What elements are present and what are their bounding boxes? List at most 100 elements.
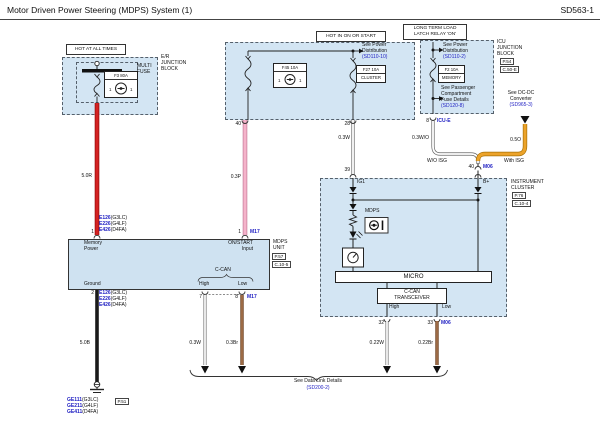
header-divider bbox=[0, 19, 600, 20]
text-line: ON/START bbox=[228, 240, 253, 246]
connector-m06[interactable]: M06 bbox=[441, 320, 451, 326]
down-arrow-icon bbox=[238, 366, 246, 374]
wire-size-0-22br: 0.22Br bbox=[418, 340, 433, 346]
memory-power-label: Memory Power bbox=[84, 240, 103, 253]
low-label: Low bbox=[442, 304, 452, 310]
reference-link[interactable]: (SD120-8) bbox=[441, 102, 465, 109]
pin-number: 40 bbox=[468, 164, 474, 170]
text-line: ICU bbox=[497, 39, 506, 45]
svg-text:1: 1 bbox=[299, 78, 302, 83]
text-line: INSTRUMENT bbox=[511, 179, 544, 185]
see-dcdc-converter: See DC-DC Converter (SD965-3) bbox=[501, 90, 541, 109]
instrument-cluster-label: INSTRUMENT CLUSTER bbox=[511, 179, 544, 192]
text-line: Power bbox=[84, 245, 99, 252]
reference-link[interactable]: (SD110-2) bbox=[443, 53, 466, 60]
hot-in-on-or-start-label: HOT IN ON OR START bbox=[316, 31, 386, 42]
icu-connector-ref[interactable]: C.50-E bbox=[500, 66, 520, 74]
connector-m17[interactable]: M17 bbox=[250, 229, 260, 235]
text-line: E126(G3LC) bbox=[99, 215, 127, 222]
text-line: Fuse Details bbox=[441, 96, 469, 103]
icu-junction-block-label: ICU JUNCTION BLOCK bbox=[497, 39, 522, 58]
connector-e126[interactable]: E126 bbox=[99, 215, 111, 221]
pin-number: 33 bbox=[427, 320, 433, 326]
fuse-f3-box: F3 80A 1 1 bbox=[104, 71, 138, 98]
connector-e226[interactable]: E226 bbox=[99, 220, 111, 227]
connector-m06[interactable]: M06 bbox=[483, 164, 493, 170]
connector-arc bbox=[241, 120, 249, 124]
with-isg-label: With ISG bbox=[504, 158, 525, 164]
reference-link[interactable]: (SD110-10) bbox=[362, 53, 388, 60]
connector-e126[interactable]: E126 bbox=[99, 290, 111, 296]
text-line: Compartment bbox=[441, 90, 472, 97]
connector-arc bbox=[474, 166, 482, 170]
text-line: MICRO bbox=[403, 274, 424, 280]
text-line: Memory bbox=[84, 240, 103, 246]
connector-ge411[interactable]: GE411 bbox=[67, 408, 83, 415]
ground-connector-labels: GE111(G3LC) GE211(G4LF) GE411(D4FA) bbox=[67, 397, 98, 416]
text-line: C-CAN bbox=[404, 289, 420, 296]
fuse-f27-box: F27 10A CLUSTER bbox=[356, 65, 386, 83]
wire-size-0-3w: 0.3W bbox=[338, 135, 350, 141]
cluster-connector-ref[interactable]: C.10-4 bbox=[512, 200, 531, 208]
connector-e426[interactable]: E426 bbox=[99, 226, 111, 233]
connector-arc bbox=[433, 318, 441, 323]
text-line: CLUSTER bbox=[511, 184, 535, 191]
fuse-label: F27 10A bbox=[357, 67, 385, 74]
connector-e226[interactable]: E226 bbox=[99, 295, 111, 302]
text-line: TRANSCEIVER bbox=[394, 295, 430, 301]
text-line: LATCH RELAY 'ON' bbox=[413, 32, 457, 37]
connector-ge111[interactable]: GE111 bbox=[67, 397, 83, 403]
high-label: High bbox=[389, 304, 400, 310]
pin-number: 39 bbox=[344, 167, 350, 173]
fuse-label: F45 10A bbox=[274, 65, 306, 72]
er-junction-block-label: E/R JUNCTION BLOCK bbox=[161, 54, 187, 73]
pin-number: 8 bbox=[235, 294, 238, 300]
icu-page-ref[interactable]: P.54 bbox=[500, 58, 514, 66]
text-line: E126(G3LC) bbox=[99, 290, 127, 297]
see-power-distribution-2: See Power Distribution (SD110-2) bbox=[443, 42, 468, 61]
text-line: GE111(G3LC) bbox=[67, 397, 98, 404]
ground-page-ref[interactable]: P.51 bbox=[115, 398, 129, 406]
text-line: E226(G4LF) bbox=[99, 295, 127, 303]
engine-code: (D4FA) bbox=[110, 301, 127, 308]
connector-labels-e-bottom: E126(G3LC) E226(G4LF) E426(D4FA) bbox=[99, 290, 127, 309]
text-line: Distribution bbox=[362, 47, 388, 54]
text-line: HOT AT ALL TIMES bbox=[74, 46, 118, 52]
wire-size-0-5o: 0.5O bbox=[510, 137, 521, 143]
connector-ge211[interactable]: GE211 bbox=[67, 402, 83, 409]
hot-at-all-times-label: HOT AT ALL TIMES bbox=[66, 44, 126, 55]
connector-icu-e[interactable]: ICU-E bbox=[437, 118, 451, 124]
see-data-link-details: See Data Link Details bbox=[293, 378, 343, 384]
pin-number: 1 bbox=[91, 229, 94, 235]
text-line: Input bbox=[241, 245, 253, 252]
connector-e426[interactable]: E426 bbox=[99, 301, 111, 308]
reference-link[interactable]: (SD200-2) bbox=[306, 385, 330, 391]
engine-code: (D4FA) bbox=[110, 226, 127, 233]
reference-link[interactable]: (SD965-3) bbox=[509, 101, 533, 108]
pin-number: 2 bbox=[91, 290, 94, 296]
down-arrow-icon bbox=[383, 366, 391, 374]
connector-arc bbox=[201, 291, 209, 295]
dcdc-arrow-down-icon bbox=[520, 116, 530, 124]
mdps-page-ref[interactable]: P.57 bbox=[272, 253, 286, 261]
fuse-icon: 1 1 bbox=[278, 73, 302, 85]
fuse-label: F3 80A bbox=[105, 73, 137, 80]
mdps-connector-ref[interactable]: C.10-5 bbox=[272, 261, 291, 269]
text-line: GE211(G4LF) bbox=[67, 402, 98, 410]
connector-m17[interactable]: M17 bbox=[247, 294, 257, 300]
text-line: E426(D4FA) bbox=[99, 301, 127, 309]
ground-circle bbox=[93, 381, 101, 388]
text-line: BLOCK bbox=[161, 65, 178, 72]
cluster-page-ref[interactable]: P.76 bbox=[512, 192, 526, 200]
fuse-icon: 1 1 bbox=[109, 82, 133, 94]
mdps-lamp-label: MDPS bbox=[365, 208, 380, 214]
text-line: JUNCTION bbox=[161, 59, 187, 66]
pin-number: 28 bbox=[344, 121, 350, 127]
text-line: HOT IN ON OR START bbox=[326, 33, 376, 39]
pin-number: 1 bbox=[238, 229, 241, 235]
high-label: High bbox=[199, 281, 210, 287]
down-arrow-icon bbox=[433, 366, 441, 374]
text-line: Converter bbox=[510, 95, 532, 102]
mdps-unit-label: MDPS UNIT bbox=[273, 239, 287, 252]
long-term-load-latch-relay-label: LONG TERM LOAD LATCH RELAY 'ON' bbox=[403, 24, 467, 40]
